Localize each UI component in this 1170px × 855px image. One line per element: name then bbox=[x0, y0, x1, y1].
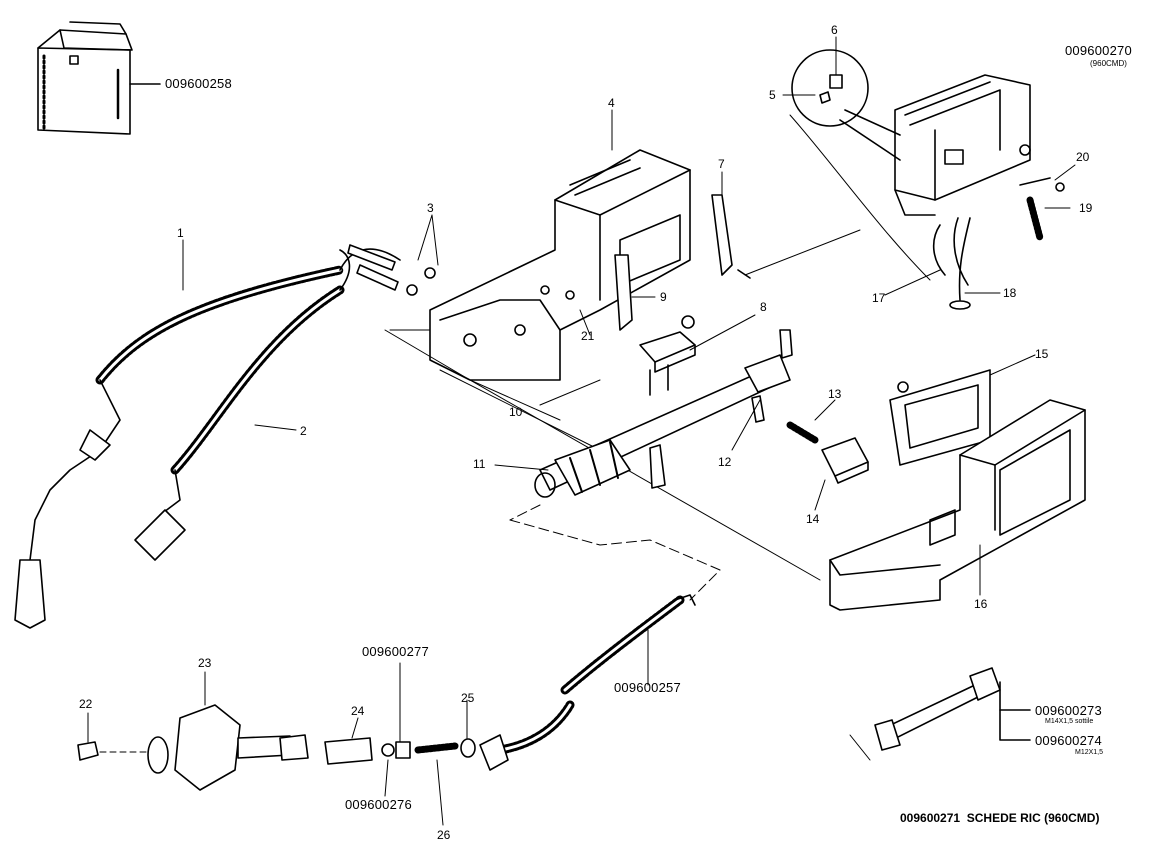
callout-7: 7 bbox=[718, 157, 725, 171]
callout-23: 23 bbox=[198, 656, 212, 670]
code-009600270: 009600270 bbox=[1065, 43, 1132, 58]
callout-11: 11 bbox=[473, 457, 486, 471]
switch-8 bbox=[639, 315, 696, 396]
board-270-drawing bbox=[791, 49, 1031, 216]
drawing-caption: 009600271 SCHEDE RIC (960CMD) bbox=[900, 811, 1099, 825]
code-009600270-sub: (960CMD) bbox=[1090, 59, 1127, 68]
callout-14: 14 bbox=[806, 512, 820, 526]
caption-title: SCHEDE RIC (960CMD) bbox=[966, 811, 1100, 825]
main-housing-4 bbox=[429, 149, 691, 381]
code-009600276: 009600276 bbox=[345, 797, 412, 812]
callout-24: 24 bbox=[351, 704, 365, 718]
leader-lines bbox=[384, 114, 931, 601]
code-009600274-sub: M12X1,5 bbox=[1075, 749, 1104, 756]
callout-5: 5 bbox=[769, 88, 776, 102]
callout-17: 17 bbox=[872, 291, 886, 305]
code-009600277: 009600277 bbox=[362, 644, 429, 659]
callout-2: 2 bbox=[300, 424, 307, 438]
bracket-9 bbox=[614, 254, 633, 331]
spring-13 bbox=[786, 421, 869, 484]
callout-15: 15 bbox=[1035, 347, 1049, 361]
callout-9: 9 bbox=[660, 290, 667, 304]
hose-257 bbox=[479, 594, 696, 771]
callout-4: 4 bbox=[608, 96, 615, 110]
callout-10: 10 bbox=[509, 405, 523, 419]
front-panel-16 bbox=[829, 399, 1086, 611]
bottom-assembly bbox=[77, 704, 476, 791]
callout-18: 18 bbox=[1003, 286, 1017, 300]
code-009600274: 009600274 bbox=[1035, 733, 1102, 748]
callout-25: 25 bbox=[461, 691, 475, 705]
coil-cable-1 bbox=[14, 248, 401, 629]
callout-8: 8 bbox=[760, 300, 767, 314]
shaft-11 bbox=[534, 329, 793, 498]
callout-16: 16 bbox=[974, 597, 988, 611]
callout-leaders bbox=[87, 36, 1076, 826]
code-009600258: 009600258 bbox=[165, 76, 232, 91]
callout-20: 20 bbox=[1076, 150, 1090, 164]
coil-cable-2 bbox=[134, 249, 351, 561]
callout-21: 21 bbox=[581, 329, 595, 343]
fitting-273-274 bbox=[849, 667, 1031, 761]
connector-plugs bbox=[347, 244, 436, 296]
callout-6: 6 bbox=[831, 23, 838, 37]
parts-17-20 bbox=[932, 177, 1065, 310]
callout-22: 22 bbox=[79, 697, 93, 711]
bracket-7 bbox=[711, 194, 751, 279]
callout-26: 26 bbox=[437, 828, 451, 842]
callout-1: 1 bbox=[177, 226, 184, 240]
board-258-drawing bbox=[37, 21, 161, 135]
code-009600257: 009600257 bbox=[614, 680, 681, 695]
caption-code: 009600271 bbox=[900, 811, 961, 825]
callout-3: 3 bbox=[427, 201, 434, 215]
callout-19: 19 bbox=[1079, 201, 1093, 215]
callout-13: 13 bbox=[828, 387, 842, 401]
callout-12: 12 bbox=[718, 455, 732, 469]
code-009600273-sub: M14X1,5 sottile bbox=[1045, 718, 1094, 725]
code-009600273: 009600273 bbox=[1035, 703, 1102, 718]
